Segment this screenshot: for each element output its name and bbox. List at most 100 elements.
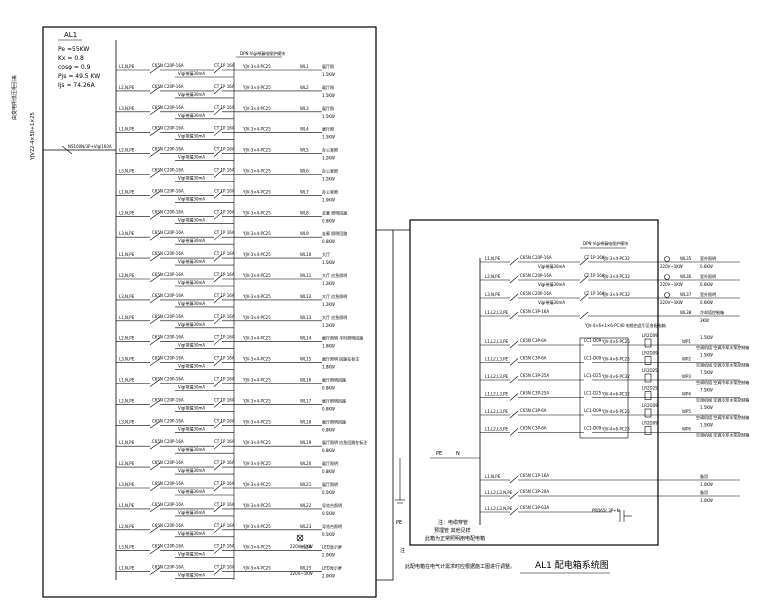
contactor-contact (213, 274, 223, 283)
phase-label: L1,L2,L3,N,PE (485, 490, 513, 495)
breaker-label: C65N C20P-16A (152, 209, 184, 214)
cable-label: YJV-4×6-PC32 (601, 392, 630, 397)
breaker-contact (149, 191, 161, 199)
relay-label: LR2D09 (642, 351, 658, 356)
breaker-contact (149, 295, 161, 304)
load-description: 展厅照明回路 (322, 377, 346, 383)
left-panel-border (42, 26, 377, 598)
contactor-label: CT 1P 16A (214, 230, 235, 235)
breaker-contact (509, 507, 519, 516)
breaker-label: C65N C20P-16A (152, 272, 184, 277)
breaker-label: C65N C3P-20A (520, 489, 549, 494)
rcd-label: Vigi带漏30mA (178, 216, 205, 222)
cable-label: YJV-3×4-PC25 (242, 106, 271, 111)
load-description: 展厅照明回路 (322, 418, 346, 424)
contactor-label: CT 1P 16A (214, 63, 235, 68)
relay-label: LR2D09 (642, 421, 658, 426)
phase-label: L1,N,PE (119, 127, 135, 132)
rcd-label: Vigi带漏30mA (178, 321, 205, 327)
cable-label: YJV-3×4-PC25 (242, 440, 271, 445)
load-power: 0.5KW (322, 511, 335, 516)
phase-label: L1,L2,L3,PE (485, 409, 509, 414)
load-description: 室外照明 (700, 273, 716, 279)
load-description: 冷却塔控制箱 (700, 309, 724, 315)
breaker-contact (149, 441, 161, 450)
breaker-label: C65N C3P-16A (520, 309, 549, 314)
load-description: 空调机组 空调冷却水泵控制箱 (696, 362, 749, 368)
cable-label: YJV-3×4-PC32 (601, 292, 630, 297)
breaker-contact (149, 65, 161, 74)
phase-label: L2,N,PE (119, 461, 135, 466)
load-description: 展厅照 (322, 84, 334, 90)
contactor-label: CT 1P 16A (214, 126, 235, 131)
phase-label: L1,N,PE (119, 440, 135, 445)
load-description: 办公室照 (322, 147, 338, 153)
breaker-label: C65N C20P-16A (152, 418, 184, 423)
contactor-label: CT 1P 16A (214, 439, 235, 444)
phase-label: L1,N,PE (119, 64, 135, 69)
cable-label: YJV-3×4-PC25 (242, 398, 271, 403)
breaker-label: C65N C20P-16A (520, 255, 552, 260)
load-description: 空调机组 空调冷却水泵控制箱 (696, 397, 749, 403)
contactor-contact (213, 107, 223, 116)
circuit-id: WP2 (682, 357, 691, 362)
rcd-label: Vigi带漏30mA (178, 237, 205, 243)
circuit-id: WP4 (682, 392, 691, 397)
rcd-label: Vigi带漏30mA (178, 70, 205, 76)
breaker-contact (149, 128, 161, 136)
breaker-label: C65N C3P-6A (520, 338, 547, 343)
contactor-contact (213, 295, 223, 304)
load-power: 0.6KW (700, 282, 713, 287)
contactor-contact (213, 504, 223, 513)
load-description: 办公室照 (322, 188, 338, 194)
breaker-contact (149, 232, 161, 241)
breaker-label: C65N C20P-16A (152, 460, 184, 465)
load-description: 大厅 应急照明 (322, 314, 347, 320)
breaker-contact (149, 212, 161, 220)
breaker-contact (149, 170, 161, 178)
breaker-label: C65N C20P-16A (152, 523, 184, 528)
load-description: 备用 (700, 473, 708, 479)
circuit-id: WL25 (300, 566, 312, 571)
note-line-2: 预埋管 其他见样 (434, 527, 471, 534)
contactor-contact (213, 253, 223, 262)
contactor-contact (579, 293, 589, 302)
cable-label: YJV-3×4-PC25 (242, 85, 271, 90)
contactor-label: LC1-D09 (584, 426, 602, 431)
contactor-label: CT 1P 16A (214, 565, 235, 570)
relay-label: LR2D09 (642, 333, 658, 338)
contactor-contact (579, 275, 589, 284)
inter-panel-connection (376, 229, 394, 581)
load-description: 走廊 照明回路 (322, 230, 347, 236)
cable-label: YJV-4×6-PC25 (601, 339, 630, 344)
load-description: 展厅照明 回路在标注 (322, 356, 359, 362)
breaker-label: C65N C3P-25A (520, 391, 549, 396)
breaker-contact (509, 375, 519, 384)
phase-label: L1,L2,L3,PE (485, 310, 509, 315)
breaker-contact (509, 311, 519, 320)
overload-relay (644, 426, 652, 435)
contactor-contact (213, 337, 223, 345)
load-description: 导览台照明 (322, 502, 342, 508)
load-description: 大厅 (322, 251, 330, 257)
load-description: 展厅照明 (322, 481, 338, 487)
load-description: 室外照明 (700, 255, 716, 261)
load-power: 7.5KW (700, 388, 713, 393)
cable-label: YJV-3×4-PC25 (242, 210, 271, 215)
rcd-label: Vigi带漏30mA (178, 488, 205, 494)
panel-id: AL1 (64, 31, 77, 39)
cable-label: YJV-3×4-PC25 (242, 357, 271, 362)
contactor-contact (213, 525, 223, 534)
contactor-contact (213, 483, 223, 492)
relay-label: LR2D09 (642, 403, 658, 408)
contactor-contact (213, 441, 223, 450)
contactor-contact (213, 212, 223, 220)
n-label: N (456, 451, 460, 457)
breaker-label: C65N C20P-16A (152, 397, 184, 402)
breaker-contact (149, 316, 161, 325)
breaker-label: C65N C3P-63A (520, 505, 549, 510)
breaker-contact (509, 428, 519, 436)
breaker-label: C65N C20P-16A (152, 63, 184, 68)
breaker-label: C65N C20P-16A (152, 565, 184, 570)
breaker-label: C65N C20P-16A (152, 168, 184, 173)
